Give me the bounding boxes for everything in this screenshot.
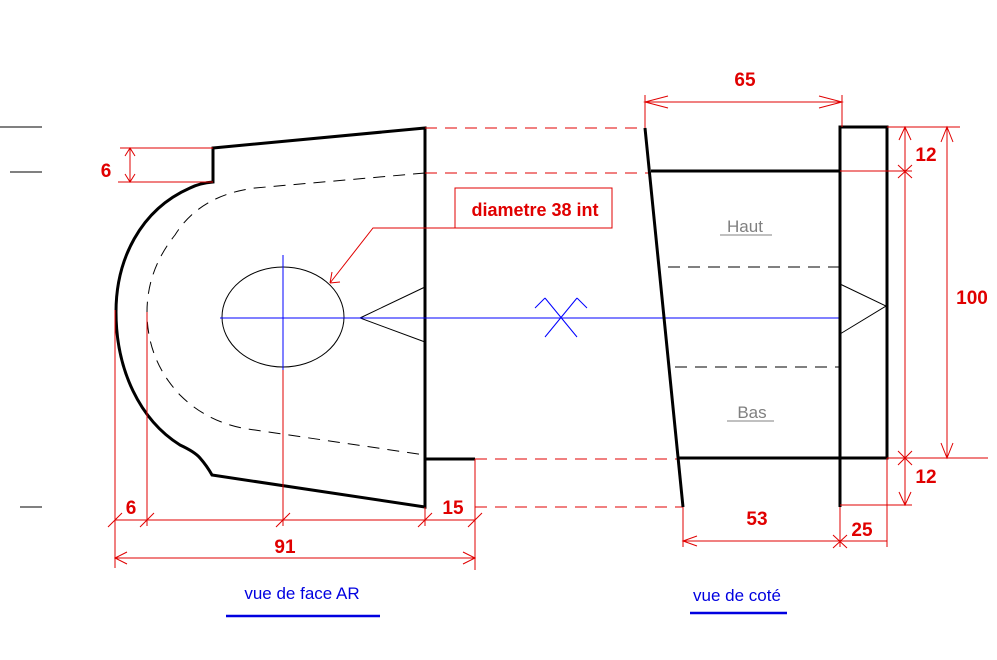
dim-side-bottom-width: 53 [746,509,767,530]
dim-front-flange: 15 [442,498,464,519]
drawing-stroke [534,297,546,309]
front-view-label: vue de face AR [244,584,359,603]
drawing-stroke [113,551,477,565]
label-haut: Haut [727,217,763,236]
side-view: Haut Bas [643,125,889,508]
drawing-stroke [124,147,136,183]
drawing-stroke [107,512,483,528]
dim-side-height: 100 [956,288,988,309]
drawing-stroke [940,125,954,460]
front-outline [114,126,427,509]
front-cone [358,286,426,343]
front-dimensions: 6 6 15 91 [101,147,483,570]
side-view-label: vue de coté [693,586,781,605]
label-bas: Bas [737,403,766,422]
dim-side-top-lip: 12 [915,145,936,166]
side-dimensions: 65 12 12 100 53 25 [643,70,988,549]
drawing-stroke [576,297,588,309]
drawing-stroke [838,125,889,460]
dim-side-flange: 25 [851,520,873,541]
drawing-stroke [897,125,913,507]
dim-front-offset: 6 [126,498,137,519]
drawing-stroke [643,95,844,109]
front-hidden-contour [146,172,426,456]
dim-front-step: 6 [101,161,112,182]
drawing-stroke [643,127,685,508]
dim-side-top-width: 65 [734,70,756,91]
drawing-stroke [544,297,578,338]
callout-text: diametre 38 int [471,200,598,220]
drawing-stroke [454,187,613,229]
dim-side-bottom-lip: 12 [915,467,936,488]
dim-front-width: 91 [274,537,296,558]
axis-cross-marker [534,297,588,338]
drawing-stroke [681,534,848,549]
margin-marks [0,126,42,508]
drawing-stroke [839,283,888,335]
diameter-callout: diametre 38 int [329,187,613,284]
drawing-stroke [329,227,455,284]
projection-lines [425,127,683,508]
